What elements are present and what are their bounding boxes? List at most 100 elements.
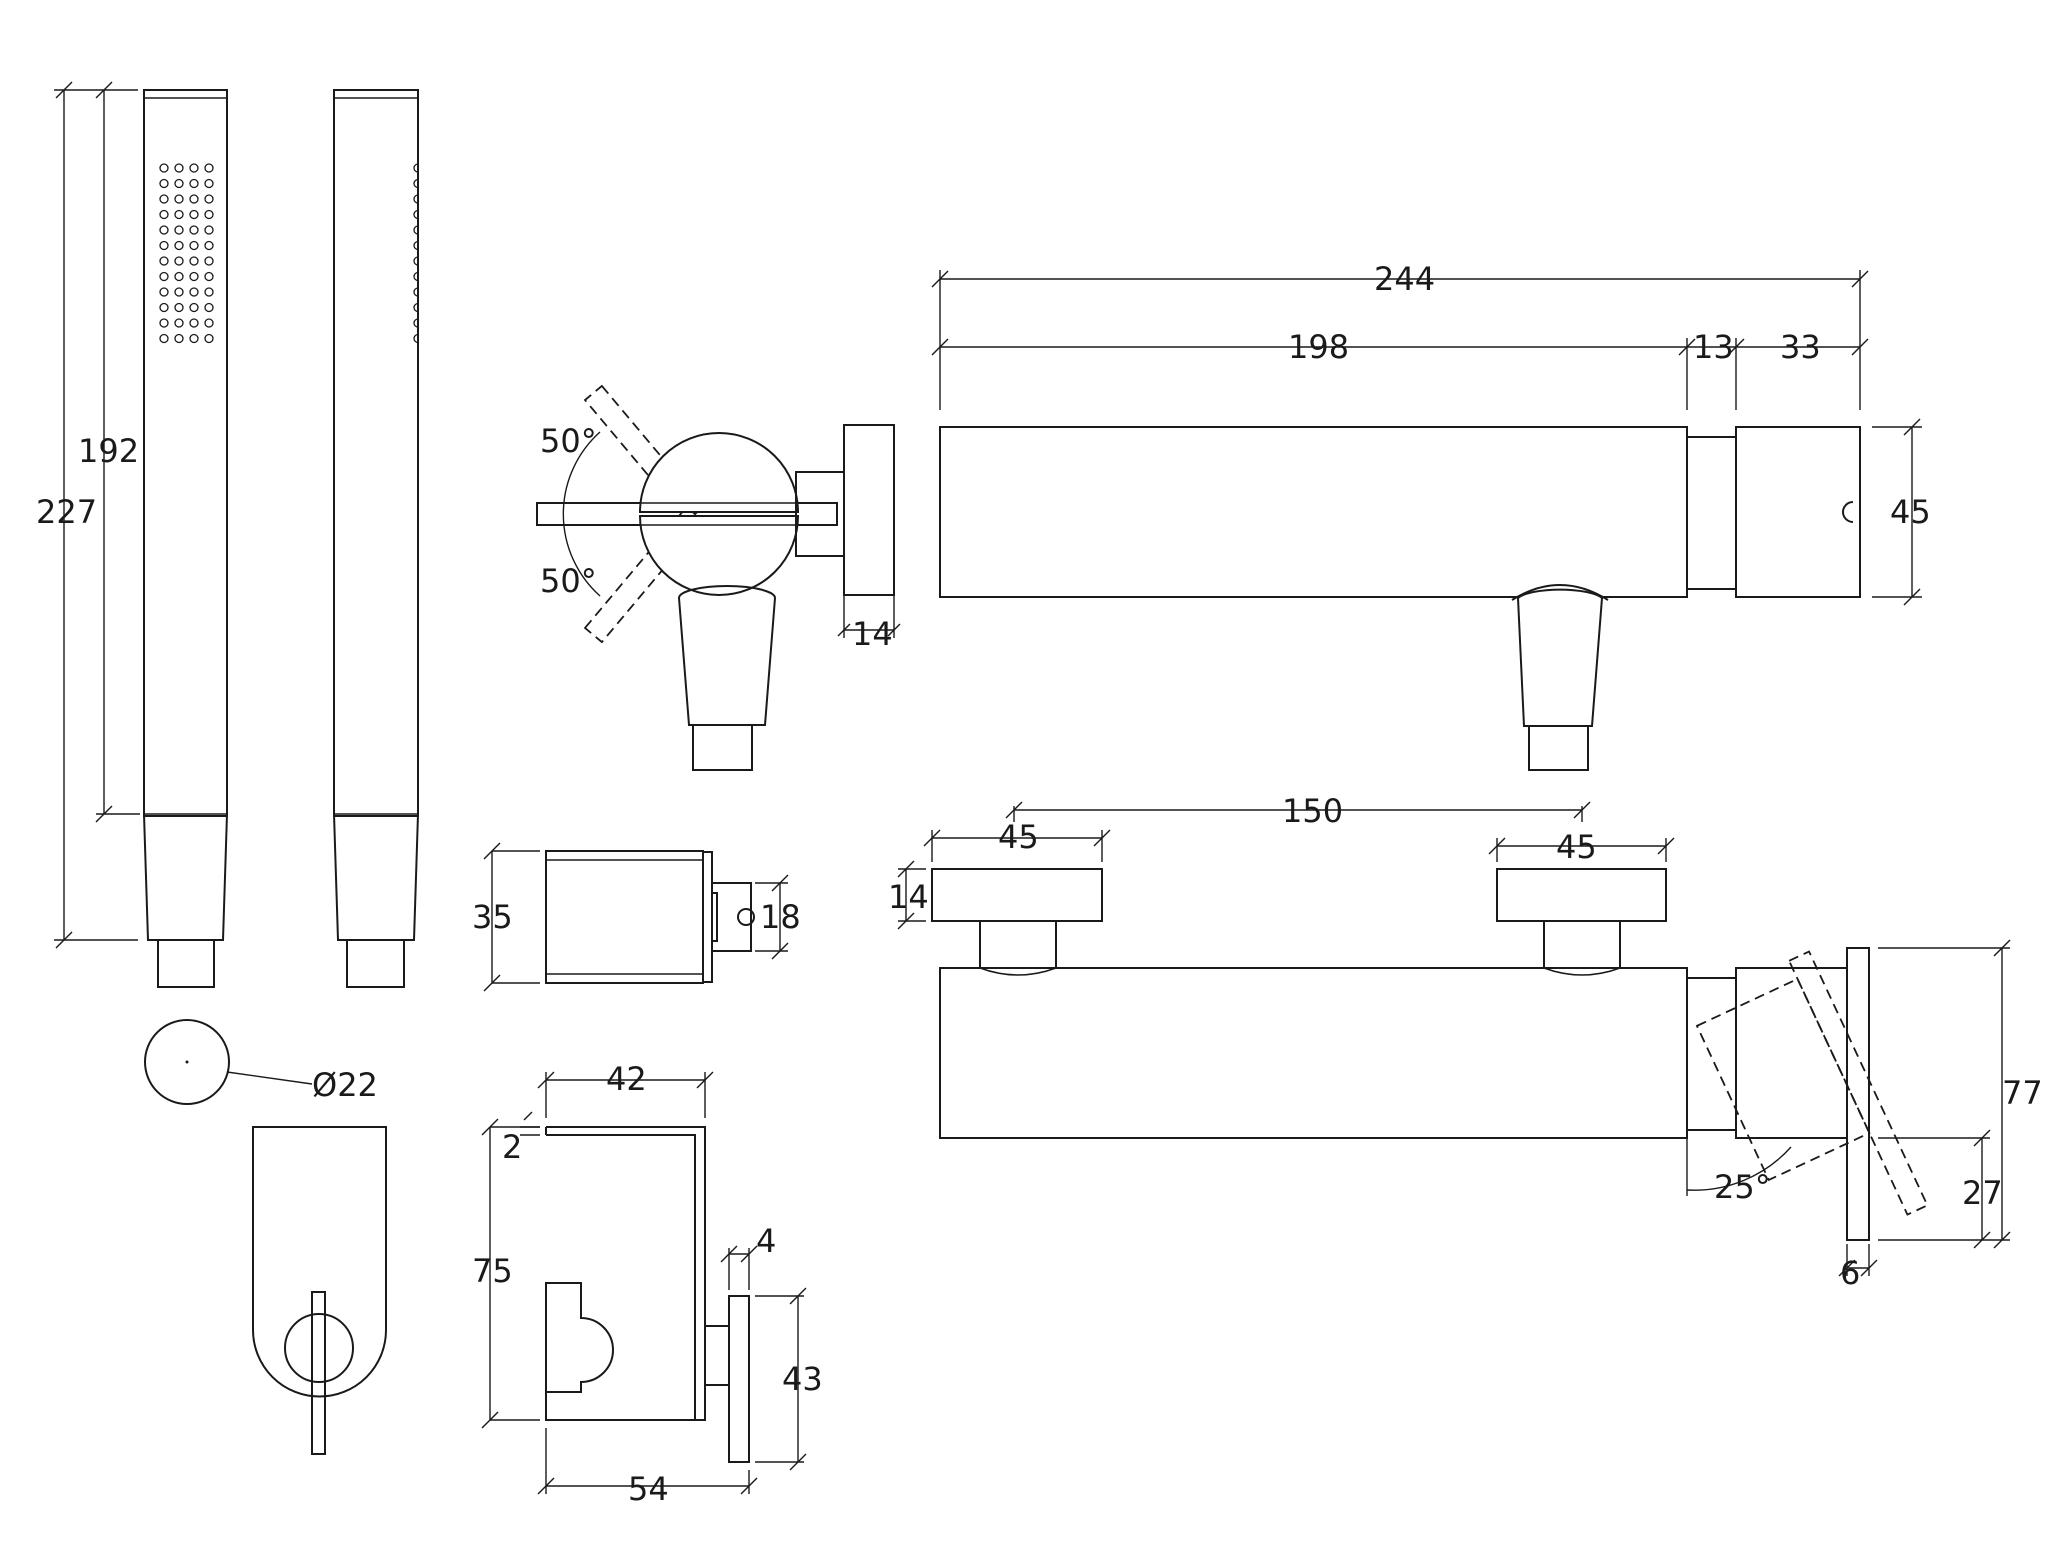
nozzle-hole bbox=[159, 163, 169, 173]
dim-198-label: 198 bbox=[1288, 328, 1349, 366]
nozzle-hole bbox=[189, 178, 199, 189]
angle-up-label: 50° bbox=[540, 422, 597, 460]
nozzle-hole bbox=[204, 178, 214, 189]
handshower-side-view bbox=[333, 89, 419, 988]
dim-244: 244 bbox=[931, 260, 1869, 410]
holder-block-view: 35 18 bbox=[472, 842, 801, 992]
nozzle-hole-side bbox=[413, 194, 419, 204]
dim-75-label: 75 bbox=[472, 1252, 513, 1290]
nozzle-hole bbox=[174, 256, 184, 266]
dim-192: 192 bbox=[78, 81, 140, 823]
nozzle-hole bbox=[204, 194, 214, 204]
nozzle-hole bbox=[189, 287, 199, 297]
nozzle-hole-side bbox=[413, 271, 419, 282]
dim-4-label: 4 bbox=[756, 1222, 776, 1260]
nozzle-hole bbox=[204, 302, 214, 313]
mixer-top-view: 25° 150 45 45 14 77 bbox=[888, 792, 2043, 1292]
nozzle-hole bbox=[189, 194, 199, 204]
nozzle-hole-side bbox=[413, 256, 419, 266]
dim-35-label: 35 bbox=[472, 898, 513, 936]
nozzle-hole bbox=[189, 163, 199, 173]
dim-244-label: 244 bbox=[1374, 260, 1435, 298]
nozzle-hole bbox=[174, 271, 184, 282]
nozzle-hole bbox=[204, 163, 214, 173]
dim-198: 198 13 33 bbox=[931, 328, 1869, 410]
nozzle-hole bbox=[174, 318, 184, 328]
dim-227-label: 227 bbox=[36, 493, 97, 531]
handshower-cross-section: Ø22 bbox=[144, 1019, 378, 1105]
nozzle-hole bbox=[204, 333, 214, 344]
dim-45-left-label: 45 bbox=[998, 818, 1039, 856]
dim-18-label: 18 bbox=[760, 898, 801, 936]
nozzle-hole bbox=[159, 333, 169, 344]
dim-2-label: 2 bbox=[502, 1128, 522, 1166]
dim-42-label: 42 bbox=[606, 1060, 647, 1098]
dim-33-label: 33 bbox=[1780, 328, 1821, 366]
nozzle-hole bbox=[174, 333, 184, 344]
nozzle-hole bbox=[159, 209, 169, 220]
nozzle-hole bbox=[174, 209, 184, 220]
handshower-front-view bbox=[143, 89, 228, 988]
nozzle-hole bbox=[174, 225, 184, 235]
nozzle-grid bbox=[159, 163, 214, 344]
dim-27-label: 27 bbox=[1962, 1174, 2003, 1212]
nozzle-hole bbox=[159, 287, 169, 297]
mixer-front-view bbox=[939, 426, 1861, 771]
dim-77-label: 77 bbox=[2002, 1074, 2043, 1112]
nozzle-hole bbox=[174, 240, 184, 251]
nozzle-hole bbox=[159, 240, 169, 251]
nozzle-hole bbox=[174, 163, 184, 173]
nozzle-hole-side bbox=[413, 287, 419, 297]
dim-diameter-label: Ø22 bbox=[312, 1066, 378, 1104]
nozzle-hole bbox=[204, 318, 214, 328]
angle-down-label: 50° bbox=[540, 562, 597, 600]
nozzle-hole bbox=[189, 333, 199, 344]
angle-25-label: 25° bbox=[1714, 1168, 1771, 1206]
nozzle-hole bbox=[204, 209, 214, 220]
dim-6-label: 6 bbox=[1840, 1254, 1860, 1292]
holder-profile-view: 42 2 75 4 43 54 bbox=[472, 1060, 823, 1508]
nozzle-hole bbox=[159, 256, 169, 266]
nozzle-hole bbox=[189, 225, 199, 235]
nozzle-hole bbox=[159, 225, 169, 235]
dim-227: 227 bbox=[36, 81, 138, 949]
nozzle-hole bbox=[189, 318, 199, 328]
nozzle-hole bbox=[204, 271, 214, 282]
dim-43-label: 43 bbox=[782, 1360, 823, 1398]
dim-plate-label: 14 bbox=[852, 615, 893, 653]
nozzle-hole bbox=[174, 194, 184, 204]
dim-14-knob-label: 14 bbox=[888, 878, 929, 916]
nozzle-hole bbox=[159, 178, 169, 189]
mixer-side-view: 50° 50° 14 bbox=[536, 384, 901, 771]
dim-13-label: 13 bbox=[1693, 328, 1734, 366]
nozzle-hole-side bbox=[413, 163, 419, 173]
dim-54-label: 54 bbox=[628, 1470, 669, 1508]
nozzle-hole-side bbox=[413, 178, 419, 189]
dim-192-label: 192 bbox=[78, 432, 139, 470]
nozzle-hole bbox=[159, 194, 169, 204]
nozzle-hole bbox=[204, 287, 214, 297]
dim-45-height: 45 bbox=[1872, 418, 1931, 606]
nozzle-hole bbox=[159, 302, 169, 313]
nozzle-hole bbox=[204, 240, 214, 251]
nozzle-hole bbox=[159, 271, 169, 282]
dim-150-label: 150 bbox=[1282, 792, 1343, 830]
nozzle-hole bbox=[174, 287, 184, 297]
nozzle-hole bbox=[189, 240, 199, 251]
nozzle-hole-side bbox=[413, 333, 419, 344]
wall-holder-front-view bbox=[252, 1126, 387, 1455]
nozzle-hole-side bbox=[413, 209, 419, 220]
nozzle-hole bbox=[189, 271, 199, 282]
nozzle-hole bbox=[204, 256, 214, 266]
nozzle-hole-side bbox=[413, 240, 419, 251]
nozzle-hole-side bbox=[413, 225, 419, 235]
nozzle-hole-side bbox=[413, 302, 419, 313]
nozzle-hole bbox=[174, 178, 184, 189]
nozzle-hole-side bbox=[413, 318, 419, 328]
nozzle-side-row bbox=[413, 163, 419, 344]
nozzle-hole bbox=[189, 302, 199, 313]
nozzle-hole bbox=[189, 256, 199, 266]
dim-45h-label: 45 bbox=[1890, 493, 1931, 531]
nozzle-hole bbox=[204, 225, 214, 235]
